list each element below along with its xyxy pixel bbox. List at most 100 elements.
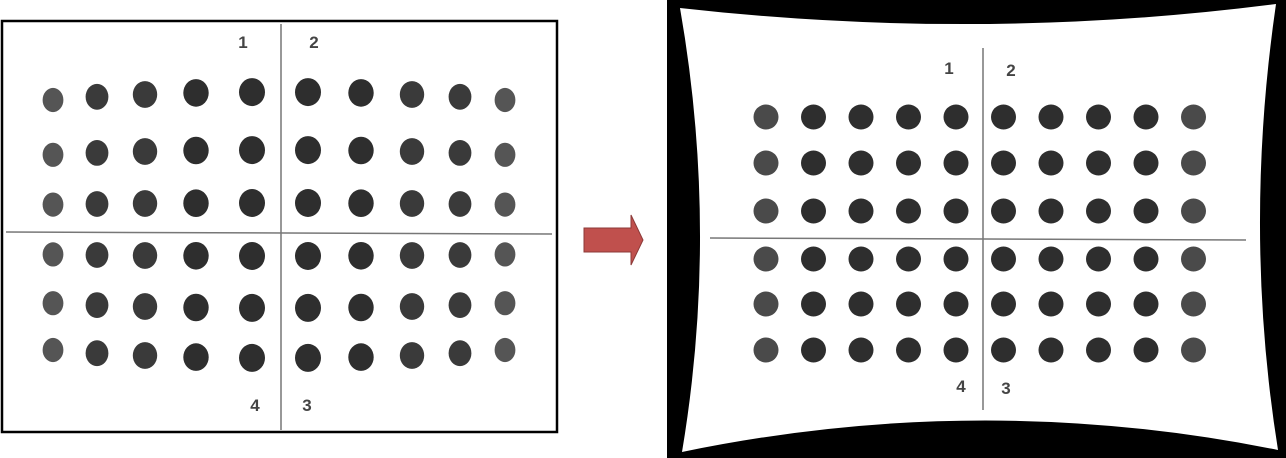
calibration-dot xyxy=(801,291,826,317)
calibration-dot xyxy=(448,340,472,367)
calibration-dot xyxy=(801,150,826,176)
calibration-dot xyxy=(42,337,64,363)
calibration-dot xyxy=(1181,337,1206,363)
calibration-dot xyxy=(448,191,472,217)
calibration-dot xyxy=(848,198,874,224)
calibration-dot xyxy=(801,104,826,130)
calibration-dot xyxy=(448,292,472,318)
calibration-dot xyxy=(1133,198,1159,224)
calibration-dot xyxy=(183,79,209,107)
calibration-dot xyxy=(848,246,874,272)
calibration-dot xyxy=(991,198,1016,224)
calibration-dot xyxy=(42,192,64,217)
calibration-dot xyxy=(183,343,209,371)
calibration-dot xyxy=(1038,198,1064,224)
calibration-dot xyxy=(1133,246,1159,272)
calibration-dot xyxy=(348,242,374,270)
calibration-dot xyxy=(991,246,1016,272)
quadrant-label-2: 2 xyxy=(1006,61,1015,80)
calibration-dot xyxy=(801,337,826,363)
calibration-dot xyxy=(295,293,321,322)
calibration-dot xyxy=(943,104,969,130)
calibration-dot xyxy=(1133,337,1159,363)
calibration-dot xyxy=(753,198,779,224)
quadrant-label-4: 4 xyxy=(250,396,260,415)
calibration-dot xyxy=(448,83,472,110)
calibration-dot xyxy=(183,189,209,217)
calibration-dot xyxy=(1133,150,1159,176)
calibration-dot xyxy=(943,198,969,224)
calibration-dot xyxy=(85,191,109,217)
calibration-dot xyxy=(183,136,209,165)
calibration-dot xyxy=(943,337,969,363)
calibration-dot xyxy=(1038,246,1064,272)
calibration-dot xyxy=(183,242,209,270)
calibration-dot xyxy=(1086,150,1111,176)
calibration-dot xyxy=(183,293,209,322)
calibration-dot xyxy=(295,136,321,165)
calibration-dot xyxy=(1133,104,1159,130)
quadrant-label-3: 3 xyxy=(302,396,311,415)
calibration-dot xyxy=(42,142,64,167)
calibration-dot xyxy=(1038,337,1064,363)
calibration-dot xyxy=(85,340,109,367)
calibration-dot xyxy=(348,293,374,322)
calibration-dot xyxy=(85,140,109,166)
calibration-dot xyxy=(448,140,472,166)
calibration-dot xyxy=(943,291,969,317)
calibration-dot xyxy=(753,246,779,272)
calibration-dot xyxy=(132,242,158,269)
quadrant-label-1: 1 xyxy=(238,33,247,52)
calibration-dot xyxy=(896,104,921,130)
calibration-dot xyxy=(753,291,779,317)
calibration-dot xyxy=(1181,104,1206,130)
calibration-dot xyxy=(1086,198,1111,224)
calibration-dot xyxy=(399,342,425,369)
calibration-dot xyxy=(848,104,874,130)
calibration-dot xyxy=(1181,291,1206,317)
calibration-dot xyxy=(896,291,921,317)
calibration-dot xyxy=(399,242,425,269)
calibration-dot xyxy=(1038,291,1064,317)
calibration-dot xyxy=(991,150,1016,176)
calibration-dot xyxy=(848,150,874,176)
warped-image-area xyxy=(680,4,1278,452)
calibration-dot xyxy=(132,293,158,320)
calibration-dot xyxy=(1133,291,1159,317)
calibration-dot xyxy=(1086,104,1111,130)
calibration-dot xyxy=(239,136,265,165)
calibration-dot xyxy=(448,242,472,268)
calibration-dot xyxy=(1038,150,1064,176)
calibration-dot xyxy=(348,189,374,217)
calibration-dot xyxy=(991,291,1016,317)
calibration-dot xyxy=(494,192,516,217)
calibration-dot xyxy=(1181,150,1206,176)
calibration-dot xyxy=(494,337,516,363)
calibration-dot xyxy=(132,342,158,369)
quadrant-label-3: 3 xyxy=(1001,379,1010,398)
calibration-dot xyxy=(753,337,779,363)
calibration-dot xyxy=(1038,104,1064,130)
calibration-dot xyxy=(295,189,321,217)
dot-grid xyxy=(753,104,1206,363)
calibration-dot xyxy=(85,292,109,318)
calibration-dot xyxy=(399,81,425,108)
calibration-dot xyxy=(494,142,516,167)
calibration-dot xyxy=(399,190,425,217)
calibration-dot xyxy=(801,246,826,272)
quadrant-label-2: 2 xyxy=(309,33,318,52)
calibration-dot xyxy=(896,150,921,176)
calibration-dot xyxy=(239,343,265,372)
horizontal-divider xyxy=(5,231,553,235)
calibration-dot xyxy=(132,81,158,108)
calibration-dot xyxy=(1086,291,1111,317)
calibration-dot xyxy=(801,198,826,224)
calibration-dot xyxy=(85,242,109,268)
calibration-dot xyxy=(753,104,779,130)
original-image-frame xyxy=(0,19,559,434)
calibration-dot xyxy=(132,190,158,217)
calibration-dot xyxy=(295,343,321,372)
calibration-dot xyxy=(348,79,374,107)
calibration-dot xyxy=(494,291,516,316)
calibration-dot xyxy=(85,83,109,110)
